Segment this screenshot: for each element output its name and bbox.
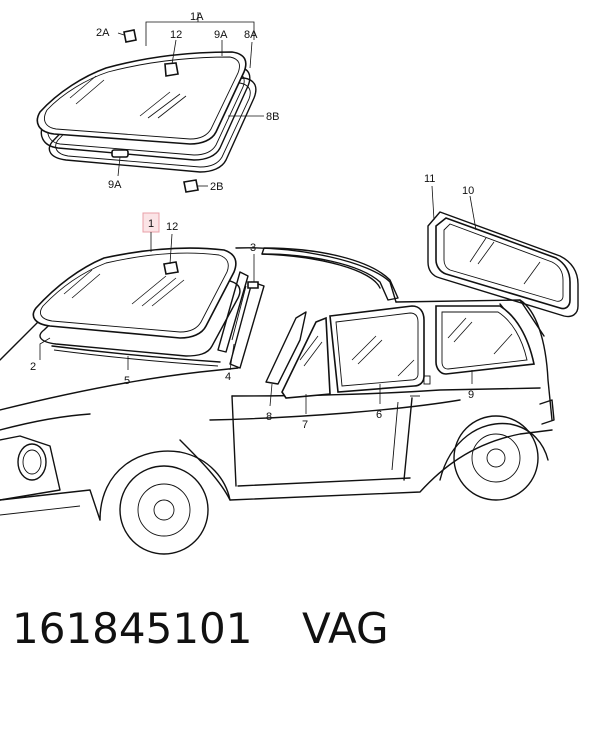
label-10: 10: [462, 185, 474, 197]
label-8B: 8B: [266, 111, 279, 123]
trim-4: [217, 271, 249, 353]
label-8: 8: [266, 411, 272, 423]
car-windscreen-glass: [32, 247, 237, 339]
part-number: 161845101: [12, 604, 253, 653]
clip-3: [247, 281, 259, 289]
label-4: 4: [225, 371, 231, 383]
rear-window-glass-10: [435, 217, 571, 310]
exploded-windscreen-group: 1A 2A 12 9A 8A 8B 9A 2B: [36, 11, 279, 193]
label-12-car: 12: [166, 221, 178, 233]
car-leader-lines: [39, 185, 477, 414]
caption: 161845101 VAG: [0, 604, 600, 670]
label-2B: 2B: [210, 181, 223, 193]
glass-parts-diagram: 1A 2A 12 9A 8A 8B 9A 2B: [0, 11, 579, 555]
rear-side-glass-group: [435, 305, 535, 375]
label-12-top: 12: [170, 29, 182, 41]
quarter-vent-group: [265, 311, 331, 399]
label-3: 3: [250, 242, 256, 254]
label-1: 1: [148, 218, 154, 230]
glass-reflection-hatch: [69, 75, 187, 119]
trim-3: [229, 281, 265, 369]
label-8A: 8A: [244, 29, 258, 41]
mirror-base-12-top: [164, 62, 179, 77]
part-2A-piece: [123, 29, 137, 43]
label-7: 7: [302, 419, 308, 431]
part-2B-piece: [183, 179, 199, 193]
label-2A: 2A: [96, 27, 110, 39]
brand-name: VAG: [302, 604, 389, 653]
label-9: 9: [468, 389, 474, 401]
car-body-outline: [0, 247, 555, 555]
rear-window-group: [427, 211, 579, 318]
label-5: 5: [124, 375, 130, 387]
vent-seal-8: [265, 311, 307, 385]
label-11: 11: [424, 173, 435, 185]
label-2: 2: [30, 361, 36, 373]
car-windscreen-hatch: [63, 269, 185, 307]
windscreen-glass-top-edge: [44, 56, 240, 140]
windscreen-glass-top: [36, 51, 247, 145]
door-glass-6: [329, 305, 425, 393]
label-6: 6: [376, 409, 382, 421]
clip-9A: [111, 149, 129, 158]
label-9A-upper: 9A: [214, 29, 228, 41]
roof-trim-strip: [261, 247, 399, 301]
label-1A: 1A: [190, 11, 204, 23]
vent-glass-7: [281, 316, 331, 399]
car-windscreen-group: [32, 247, 241, 367]
label-9A-lower: 9A: [108, 179, 122, 191]
door-glass-group: [329, 305, 431, 393]
a-pillar-trims: [217, 271, 265, 369]
rear-window-seal-11: [427, 211, 579, 318]
bracket-1A: [145, 21, 255, 46]
lower-strip-5: [51, 345, 221, 363]
car-mirror-base-12: [163, 261, 179, 275]
rear-side-glass-9: [435, 305, 535, 375]
